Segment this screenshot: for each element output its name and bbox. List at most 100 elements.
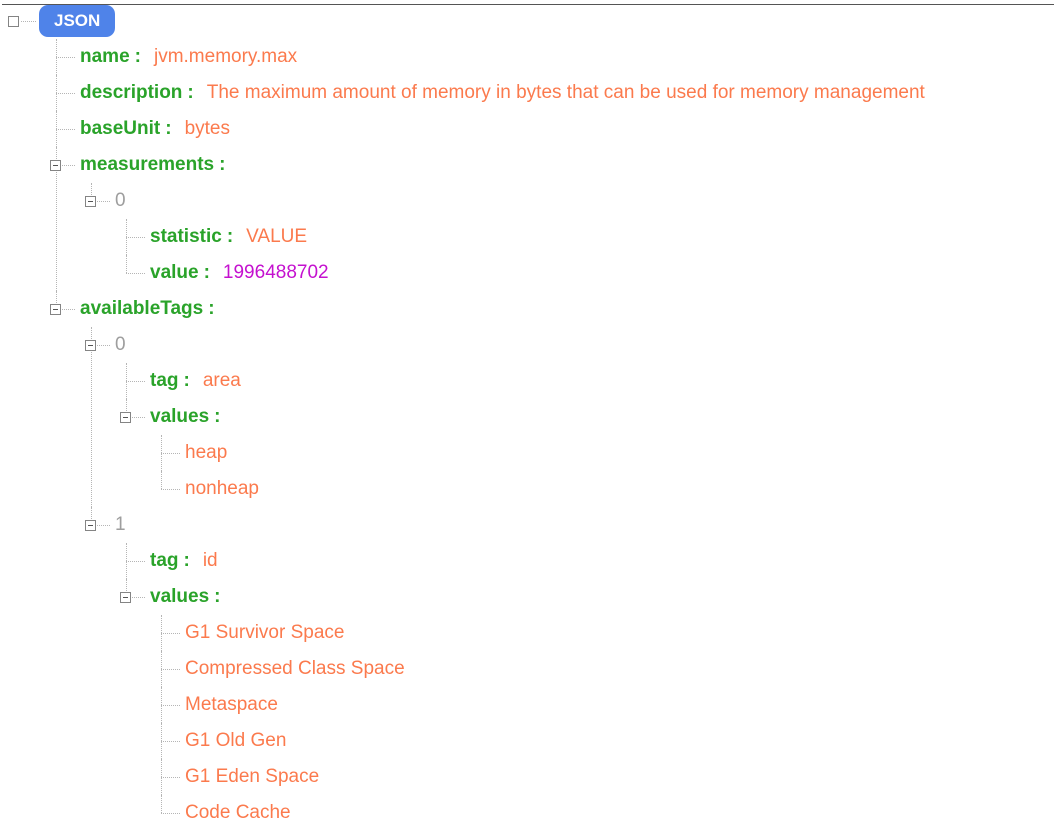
- tree-row: tag: id: [150, 543, 1056, 579]
- key-colon: :: [165, 118, 172, 139]
- json-root-badge[interactable]: JSON: [39, 5, 116, 37]
- tree-row: baseUnit:bytes: [80, 111, 1056, 147]
- tree-branch: name: jvm.memory.max description: The maxim…: [8, 39, 1056, 831]
- tree-row: Metaspace: [185, 687, 1056, 723]
- tree-node: statistic: VALUE: [126, 219, 1056, 255]
- array-index-label: 0: [115, 334, 126, 355]
- collapse-toggle[interactable]: [120, 412, 131, 423]
- key-colon: :: [203, 262, 210, 283]
- key-label: values: [150, 406, 210, 427]
- tree-row: measurements:: [80, 147, 1056, 183]
- tree-node: description: The maximum amount of memory…: [56, 75, 1056, 111]
- tree-row: values:: [150, 399, 1056, 435]
- tree-node: baseUnit:bytes: [56, 111, 1056, 147]
- key-label: measurements: [80, 154, 215, 175]
- key-colon: :: [226, 226, 234, 247]
- key-label: availableTags: [80, 298, 204, 319]
- tree-connector: [21, 20, 36, 22]
- tree-row: values:: [150, 579, 1056, 615]
- tree-node: values: heap nonheap: [120, 399, 1056, 507]
- collapse-toggle[interactable]: [8, 15, 19, 27]
- collapse-toggle[interactable]: [85, 520, 96, 531]
- tree-node: name: jvm.memory.max: [56, 39, 1056, 75]
- string-value: nonheap: [185, 478, 259, 499]
- key-colon: :: [214, 586, 221, 607]
- tree-node: Metaspace: [161, 687, 1056, 723]
- tree-row: 0: [115, 327, 1056, 363]
- tree-row: availableTags:: [80, 291, 1056, 327]
- tree-node: value:1996488702: [126, 255, 1056, 291]
- tree-row: tag: area: [150, 363, 1056, 399]
- key-label: description: [80, 82, 183, 103]
- key-label: baseUnit: [80, 118, 161, 139]
- key-label: values: [150, 586, 210, 607]
- key-label: tag: [150, 550, 179, 571]
- array-index-label: 0: [115, 190, 126, 211]
- tree-node: nonheap: [161, 471, 1056, 507]
- key-colon: :: [183, 550, 190, 571]
- tree-node: G1 Survivor Space: [161, 615, 1056, 651]
- key-colon: :: [187, 82, 194, 103]
- key-colon: :: [183, 370, 190, 391]
- collapse-toggle[interactable]: [50, 304, 61, 315]
- tree-row: heap: [185, 435, 1056, 471]
- string-value: VALUE: [246, 226, 308, 247]
- tree-node: heap: [161, 435, 1056, 471]
- string-value: jvm.memory.max: [153, 46, 298, 67]
- tree-row: 0: [115, 183, 1056, 219]
- key-label: name: [80, 46, 130, 67]
- string-value: G1 Eden Space: [185, 766, 320, 787]
- key-colon: :: [134, 46, 141, 67]
- tree-node: 0 tag: area values: heap nonheap: [85, 327, 1056, 507]
- tree-row: G1 Old Gen: [185, 723, 1056, 759]
- collapse-toggle[interactable]: [50, 160, 61, 171]
- string-value: The maximum amount of memory in bytes th…: [206, 82, 925, 103]
- tree-branch: heap nonheap: [150, 435, 1056, 507]
- string-value: area: [202, 370, 241, 391]
- string-value: Code Cache: [185, 802, 291, 823]
- tree-row: description: The maximum amount of memory…: [80, 75, 1056, 111]
- string-value: G1 Survivor Space: [185, 622, 345, 643]
- tree-row: value:1996488702: [150, 255, 1056, 291]
- string-value: heap: [185, 442, 228, 463]
- tree-row: name: jvm.memory.max: [80, 39, 1056, 75]
- key-colon: :: [219, 154, 226, 175]
- tree-row: Code Cache: [185, 795, 1056, 831]
- tree-node: tag: id: [126, 543, 1056, 579]
- tree-row: statistic: VALUE: [150, 219, 1056, 255]
- tree-row: 1: [115, 507, 1056, 543]
- tree-branch: 0 tag: area values: heap nonheap 1 tag: id values…: [80, 327, 1056, 831]
- key-label: value: [150, 262, 199, 283]
- tree-row: nonheap: [185, 471, 1056, 507]
- tree-row: G1 Survivor Space: [185, 615, 1056, 651]
- collapse-toggle[interactable]: [85, 196, 96, 207]
- collapse-toggle[interactable]: [85, 340, 96, 351]
- key-label: tag: [150, 370, 179, 391]
- number-value: 1996488702: [222, 262, 329, 283]
- tree-node: tag: area: [126, 363, 1056, 399]
- tree-node: Compressed Class Space: [161, 651, 1056, 687]
- tree-branch: tag: area values: heap nonheap: [115, 363, 1056, 507]
- tree-row: Compressed Class Space: [185, 651, 1056, 687]
- array-index-label: 1: [115, 514, 126, 535]
- string-value: Compressed Class Space: [185, 658, 405, 679]
- string-value: id: [202, 550, 218, 571]
- key-label: statistic: [150, 226, 222, 247]
- tree-node: G1 Old Gen: [161, 723, 1056, 759]
- collapse-toggle[interactable]: [120, 592, 131, 603]
- key-colon: :: [214, 406, 221, 427]
- tree-node: G1 Eden Space: [161, 759, 1056, 795]
- tree-row: G1 Eden Space: [185, 759, 1056, 795]
- string-value: Metaspace: [185, 694, 278, 715]
- tree-node: Code Cache: [161, 795, 1056, 831]
